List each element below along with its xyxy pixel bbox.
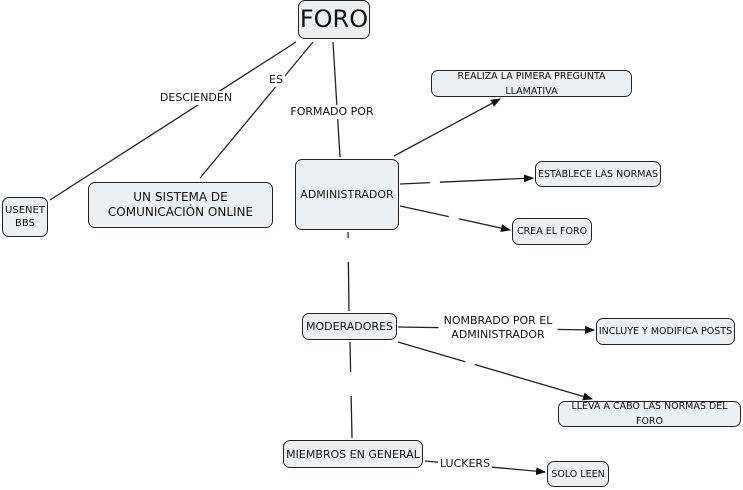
- link-label-es: ES: [267, 73, 285, 87]
- concept-administrador[interactable]: ADMINISTRADOR: [295, 159, 399, 230]
- line-admin-establece: [399, 174, 534, 185]
- line-foro-admin: [332, 41, 341, 158]
- link-label-descienden: DESCIENDEN: [157, 91, 235, 105]
- concept-incluye[interactable]: INCLUYE Y MODIFICA POSTS: [596, 318, 735, 345]
- concept-sistema[interactable]: UN SISTEMA DE COMUNICACIÓN ONLINE: [88, 182, 273, 228]
- line-foro-usenet: [49, 41, 297, 201]
- line-admin-crea: [399, 205, 511, 232]
- line-mod-miembros: [349, 341, 353, 439]
- link-label-formado-por: FORMADO POR: [288, 105, 376, 119]
- concept-solo-leen[interactable]: SOLO LEEN: [547, 461, 609, 487]
- line-mod-lleva: [397, 341, 593, 401]
- concept-realiza[interactable]: REALIZA LA PIMERA PREGUNTA LLAMATIVA: [431, 70, 632, 97]
- concept-establece[interactable]: ESTABLECE LAS NORMAS: [535, 161, 661, 187]
- concept-moderadores[interactable]: MODERADORES: [302, 313, 397, 340]
- link-label-nombrado: NOMBRADO POR EL ADMINISTRADOR: [438, 314, 558, 342]
- line-admin-moderadores: [347, 231, 350, 312]
- concept-lleva[interactable]: LLEVA A CABO LAS NORMAS DEL FORO: [558, 401, 741, 427]
- line-foro-sistema: [199, 41, 314, 179]
- concept-foro[interactable]: FORO: [298, 0, 370, 39]
- concept-miembros[interactable]: MIEMBROS EN GENERAL: [283, 440, 423, 468]
- concept-crea[interactable]: CREA EL FORO: [512, 218, 592, 245]
- line-admin-realiza: [393, 98, 501, 157]
- link-label-luckers: LUCKERS: [437, 457, 493, 471]
- concept-usenet[interactable]: USENET BBS: [2, 197, 48, 237]
